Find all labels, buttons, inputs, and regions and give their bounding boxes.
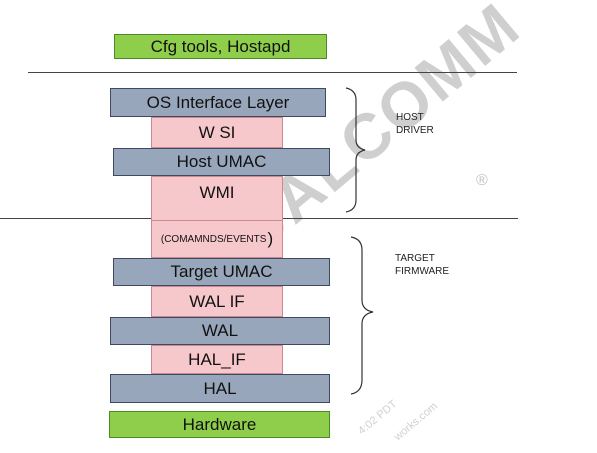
top-separator-line bbox=[28, 72, 517, 73]
wal-box: WAL bbox=[110, 317, 330, 345]
hardware-box: Hardware bbox=[109, 411, 330, 438]
os-interface-layer-box: OS Interface Layer bbox=[110, 88, 326, 117]
target-firmware-label: TARGET FIRMWARE bbox=[395, 252, 449, 278]
commands-events-label: (COMAMNDS/EVENTS bbox=[160, 233, 267, 245]
target-label-line2: FIRMWARE bbox=[395, 266, 450, 277]
cfg-tools-box: Cfg tools, Hostapd bbox=[114, 34, 327, 59]
wsi-box: W SI bbox=[151, 117, 283, 148]
target-label-line1: TARGET bbox=[395, 253, 435, 264]
commands-events-paren: ) bbox=[267, 229, 274, 248]
host-driver-brace bbox=[345, 87, 366, 213]
host-label-line2: DRIVER bbox=[396, 125, 434, 136]
registered-mark: ® bbox=[476, 172, 488, 189]
hal-if-box: HAL_IF bbox=[151, 345, 283, 374]
target-firmware-brace bbox=[350, 236, 374, 395]
host-driver-label: HOST DRIVER bbox=[396, 111, 434, 137]
hal-box: HAL bbox=[110, 374, 330, 403]
commands-events-box: (COMAMNDS/EVENTS) bbox=[151, 220, 283, 258]
target-umac-box: Target UMAC bbox=[113, 258, 330, 286]
wal-if-box: WAL IF bbox=[151, 286, 283, 317]
host-label-line1: HOST bbox=[396, 112, 424, 123]
host-umac-box: Host UMAC bbox=[113, 148, 330, 176]
